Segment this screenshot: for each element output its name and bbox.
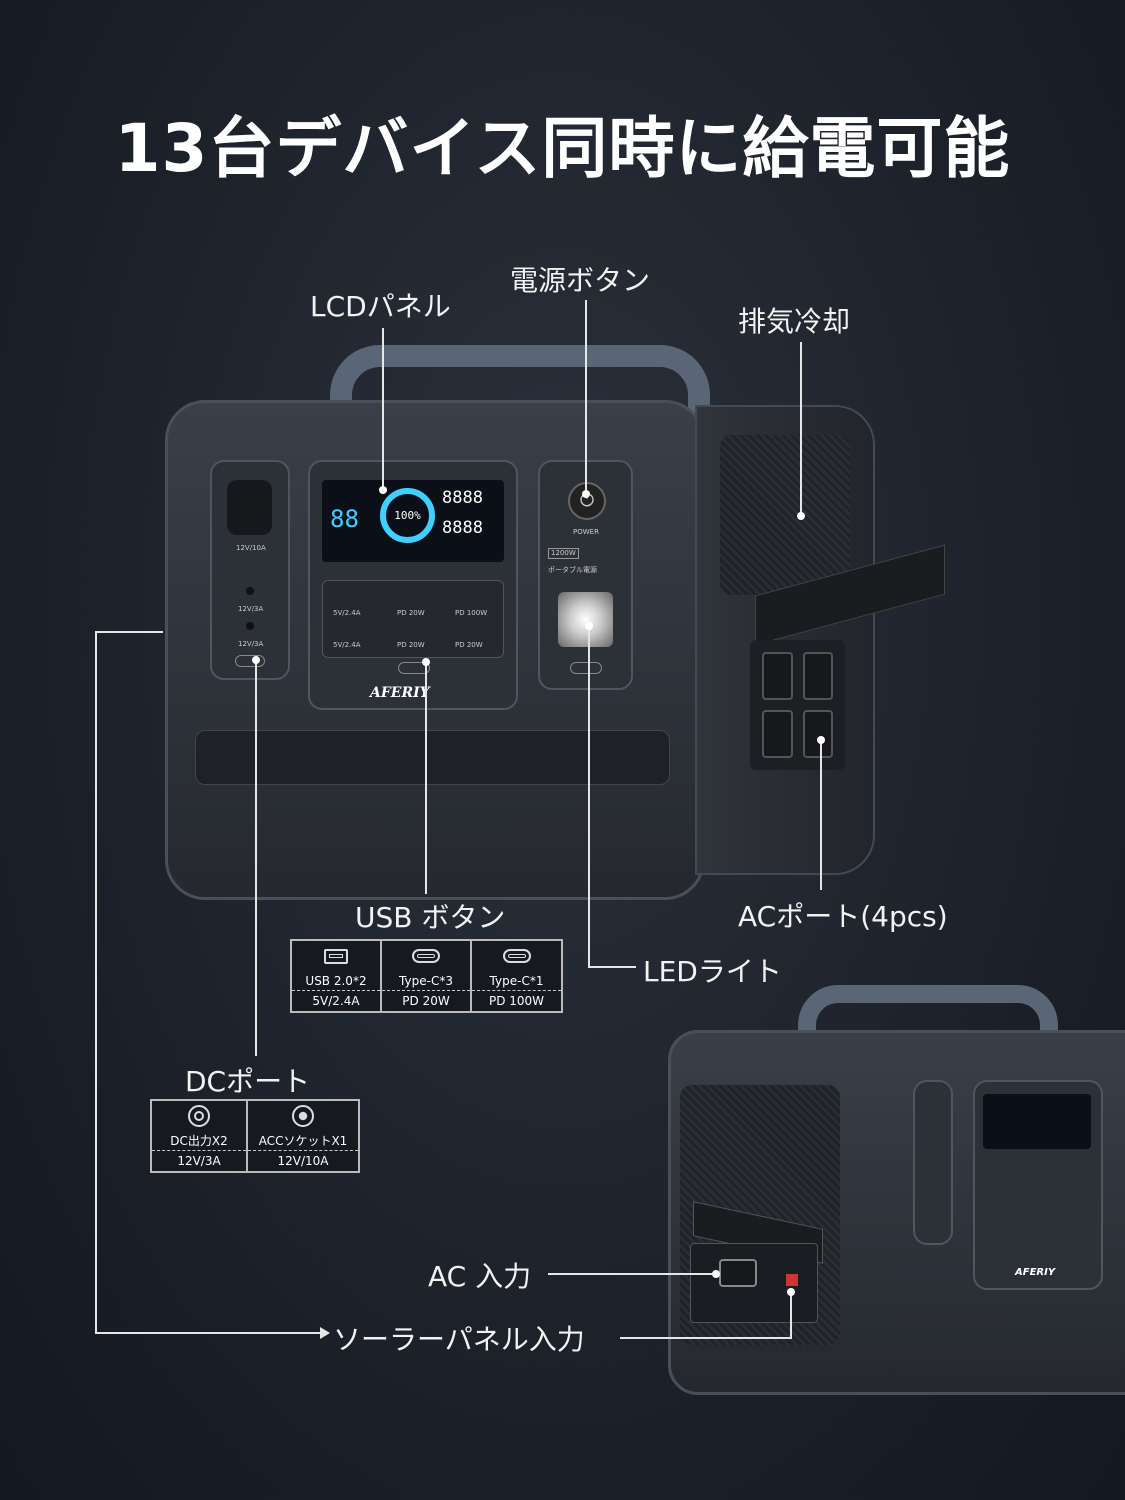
dc-spec-name: ACCソケットX1 — [248, 1131, 358, 1151]
leader-dot — [252, 656, 260, 664]
car-socket-icon — [292, 1101, 314, 1131]
leader-dot — [379, 486, 387, 494]
side-vent — [720, 435, 850, 595]
lcd-left: 88 — [330, 505, 359, 533]
usb-spec-value: PD 100W — [488, 994, 545, 1008]
usb-spec-table: USB 2.0*2 5V/2.4A Type-C*3 PD 20W Type-C… — [290, 939, 563, 1013]
leader-dot — [422, 658, 430, 666]
leader-dot — [797, 512, 805, 520]
label-lcd-panel: LCDパネル — [310, 290, 451, 323]
usb-spec-cell: Type-C*3 PD 20W — [382, 941, 472, 1011]
leader-dot — [582, 490, 590, 498]
input-panel — [690, 1243, 818, 1323]
usb-c-icon — [412, 941, 440, 971]
usb-ports: 5V/2.4A PD 20W PD 100W 5V/2.4A PD 20W PD… — [322, 580, 504, 658]
port-label: 5V/2.4A — [333, 609, 361, 617]
label-ac-input: AC 入力 — [428, 1260, 532, 1293]
center-panel: AFERIY — [973, 1080, 1103, 1290]
capacity-badge: 1200W — [548, 548, 579, 559]
usb-spec-name: USB 2.0*2 — [292, 971, 380, 991]
dc-spec-table: DC出力X2 12V/3A ACCソケットX1 12V/10A — [150, 1099, 360, 1173]
port-label: 5V/2.4A — [333, 641, 361, 649]
lcd-screen: 88 100% 8888 8888 — [322, 480, 504, 562]
usb-button[interactable] — [398, 662, 430, 674]
port-label: PD 100W — [455, 609, 488, 617]
usb-spec-cell: USB 2.0*2 5V/2.4A — [292, 941, 382, 1011]
dc-spec-cell: DC出力X2 12V/3A — [152, 1101, 248, 1171]
leader-line — [620, 1337, 790, 1339]
front-grille — [195, 730, 670, 785]
label-dc-port: DCポート — [185, 1065, 311, 1098]
right-panel: ⏻ POWER 1200W ポータブル電源 — [538, 460, 633, 690]
product-name: ポータブル電源 — [548, 566, 597, 574]
leader-line — [820, 740, 822, 890]
solar-route-line — [95, 631, 163, 633]
solar-route-line — [95, 631, 97, 1334]
usb-spec-value: PD 20W — [402, 994, 450, 1008]
port-label: PD 20W — [455, 641, 483, 649]
lcd-ring: 100% — [380, 488, 435, 543]
page-title: 13台デバイス同時に給電可能 — [114, 110, 1011, 187]
center-panel: 88 100% 8888 8888 5V/2.4A PD 20W PD 100W… — [308, 460, 518, 710]
usb-c-icon — [502, 941, 531, 971]
usb-a-icon — [324, 941, 348, 971]
dc-label: 12V/3A — [238, 640, 264, 648]
led-light[interactable] — [558, 592, 613, 647]
power-label: POWER — [573, 528, 599, 536]
dc-panel — [913, 1080, 953, 1245]
ac-outlets — [750, 640, 845, 770]
dc-spec-value: 12V/3A — [177, 1154, 221, 1168]
dc-spec-value: 12V/10A — [277, 1154, 329, 1168]
dc-spec-cell: ACCソケットX1 12V/10A — [248, 1101, 358, 1171]
dc-label: 12V/10A — [236, 544, 266, 552]
power-station-rear: AFERIY — [668, 985, 1125, 1395]
lcd-output: 8888 — [442, 518, 483, 538]
usb-spec-name: Type-C*3 — [382, 971, 470, 991]
leader-line — [425, 662, 427, 894]
leader-line — [588, 966, 636, 968]
lcd-input: 8888 — [442, 488, 483, 508]
leader-line — [548, 1273, 714, 1275]
dc-port-icon — [188, 1101, 210, 1131]
brand-logo: AFERIY — [1015, 1267, 1056, 1278]
power-station-main: 12V/10A 12V/3A 12V/3A 88 100% 8888 8888 … — [165, 345, 945, 900]
ac-input-port — [719, 1259, 757, 1287]
label-led-light: LEDライト — [643, 955, 782, 988]
arrow-right-icon — [320, 1327, 330, 1339]
label-solar-input: ソーラーパネル入力 — [333, 1323, 585, 1356]
leader-line — [588, 626, 590, 968]
leader-dot — [817, 736, 825, 744]
dc-panel: 12V/10A 12V/3A 12V/3A — [210, 460, 290, 680]
leader-dot — [712, 1270, 720, 1278]
leader-dot — [585, 622, 593, 630]
label-ac-port: ACポート(4pcs) — [738, 900, 948, 933]
dc-spec-name: DC出力X2 — [152, 1131, 246, 1151]
port-label: PD 20W — [397, 609, 425, 617]
label-power-button: 電源ボタン — [510, 264, 651, 297]
dc-button[interactable] — [235, 655, 265, 667]
car-socket — [227, 480, 272, 535]
usb-spec-name: Type-C*1 — [472, 971, 561, 991]
label-usb-button: USB ボタン — [355, 901, 506, 934]
label-exhaust-cooling: 排気冷却 — [738, 305, 851, 338]
leader-line — [255, 660, 257, 1056]
led-button[interactable] — [570, 662, 602, 674]
lcd-screen — [983, 1094, 1091, 1149]
brand-logo: AFERIY — [370, 685, 430, 701]
leader-line — [790, 1292, 792, 1339]
solar-route-line — [95, 1332, 323, 1334]
leader-line — [382, 328, 384, 488]
leader-line — [800, 342, 802, 514]
usb-spec-value: 5V/2.4A — [312, 994, 360, 1008]
leader-dot — [787, 1288, 795, 1296]
solar-input-port — [786, 1274, 798, 1286]
dc-label: 12V/3A — [238, 605, 264, 613]
lcd-percent: 100% — [394, 509, 421, 522]
power-button[interactable]: ⏻ — [568, 482, 606, 520]
leader-line — [585, 300, 587, 490]
port-label: PD 20W — [397, 641, 425, 649]
usb-spec-cell: Type-C*1 PD 100W — [472, 941, 561, 1011]
